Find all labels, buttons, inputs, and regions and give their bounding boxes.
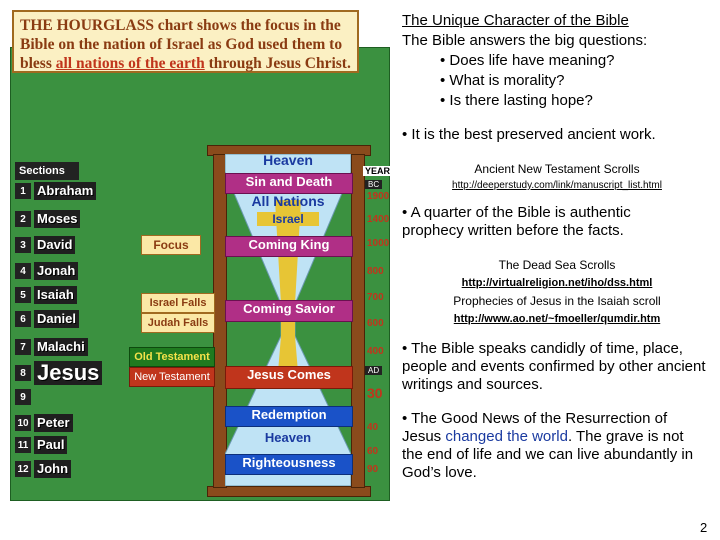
bullet-preserved: • It is the best preserved ancient work. bbox=[402, 126, 656, 144]
section-name: John bbox=[34, 460, 71, 478]
heaven-bottom-label: Heaven bbox=[235, 430, 341, 445]
section-name: Paul bbox=[34, 436, 67, 454]
page-number: 2 bbox=[700, 520, 707, 535]
scrolls-link[interactable]: http://deeperstudy.com/link/manuscript_l… bbox=[402, 180, 712, 191]
section-name: David bbox=[34, 236, 75, 254]
old-testament-label: Old Testament bbox=[129, 347, 215, 367]
coming-king-bar: Coming King bbox=[225, 236, 353, 257]
year-value: 1000 bbox=[367, 238, 389, 249]
bullet-good-news: • The Good News of the Resurrection of J… bbox=[402, 410, 708, 482]
year-value: 30 bbox=[367, 385, 383, 401]
section-number: 8 bbox=[15, 365, 31, 381]
judah-falls-label: Judah Falls bbox=[141, 313, 215, 333]
section-row: 9 bbox=[15, 386, 34, 408]
year-value: 800 bbox=[367, 266, 384, 277]
section-name: Peter bbox=[34, 414, 73, 432]
section-number: 10 bbox=[15, 415, 31, 431]
banner-all-nations: all nations of the earth bbox=[56, 55, 205, 72]
ad-label: AD bbox=[365, 366, 382, 375]
year-value: 400 bbox=[367, 346, 384, 357]
question-meaning: • Does life have meaning? bbox=[440, 52, 615, 70]
hourglass-right-post bbox=[351, 154, 365, 488]
section-number: 1 bbox=[15, 183, 31, 199]
heaven-top-label: Heaven bbox=[235, 152, 341, 168]
sin-and-death-bar: Sin and Death bbox=[225, 173, 353, 194]
year-value: 90 bbox=[367, 464, 378, 475]
section-number: 5 bbox=[15, 287, 31, 303]
bc-label: BC bbox=[365, 180, 382, 189]
jesus-comes-bar: Jesus Comes bbox=[225, 366, 353, 389]
good-news-highlight: changed the world bbox=[445, 428, 568, 445]
bullet-candid: • The Bible speaks candidly of time, pla… bbox=[402, 340, 714, 394]
page-title: The Unique Character of the Bible bbox=[402, 12, 629, 30]
banner-line-3-pre: bless bbox=[20, 55, 56, 72]
section-name: Malachi bbox=[34, 338, 88, 356]
section-name: Moses bbox=[34, 210, 80, 228]
section-number: 7 bbox=[15, 339, 31, 355]
bullet-prophecy: • A quarter of the Bible is authentic pr… bbox=[402, 204, 684, 240]
new-testament-label: New Testament bbox=[129, 367, 215, 387]
section-name: Jonah bbox=[34, 262, 78, 280]
section-number: 3 bbox=[15, 237, 31, 253]
year-value: 1900 bbox=[367, 191, 389, 202]
section-number: 6 bbox=[15, 311, 31, 327]
section-number: 9 bbox=[15, 389, 31, 405]
banner-line-3-post: through Jesus Christ. bbox=[205, 55, 351, 72]
all-nations-label: All Nations bbox=[243, 193, 333, 209]
question-hope: • Is there lasting hope? bbox=[440, 92, 593, 110]
year-value: 600 bbox=[367, 318, 384, 329]
isaiah-link[interactable]: http://www.ao.net/~fmoeller/qumdir.htm bbox=[402, 313, 712, 325]
section-number: 11 bbox=[15, 437, 31, 453]
israel-falls-label: Israel Falls bbox=[141, 293, 215, 313]
coming-savior-bar: Coming Savior bbox=[225, 300, 353, 322]
dss-heading: The Dead Sea Scrolls bbox=[402, 258, 712, 272]
question-morality: • What is morality? bbox=[440, 72, 564, 90]
scrolls-heading: Ancient New Testament Scrolls bbox=[402, 162, 712, 176]
dss-link[interactable]: http://virtualreligion.net/iho/dss.html bbox=[402, 277, 712, 289]
hourglass-banner: THE HOURGLASS chart shows the focus in t… bbox=[12, 10, 359, 73]
subtitle: The Bible answers the big questions: bbox=[402, 32, 647, 50]
focus-label: Focus bbox=[141, 235, 201, 255]
year-header: YEAR bbox=[363, 166, 392, 176]
redemption-bar: Redemption bbox=[225, 406, 353, 427]
hourglass-bottom-cap bbox=[207, 486, 371, 497]
israel-label: Israel bbox=[257, 212, 319, 226]
section-name: Isaiah bbox=[34, 286, 77, 304]
year-value: 40 bbox=[367, 422, 378, 433]
year-value: 700 bbox=[367, 292, 384, 303]
section-number: 4 bbox=[15, 263, 31, 279]
section-name: Daniel bbox=[34, 310, 79, 328]
banner-line-2: Bible on the nation of Israel as God use… bbox=[20, 36, 342, 53]
section-name: Jesus bbox=[34, 361, 102, 385]
section-name: Abraham bbox=[34, 182, 96, 200]
righteousness-bar: Righteousness bbox=[225, 454, 353, 475]
banner-line-1: THE HOURGLASS chart shows the focus in t… bbox=[20, 17, 341, 34]
section-number: 12 bbox=[15, 461, 31, 477]
sections-header: Sections bbox=[15, 162, 79, 180]
year-value: 60 bbox=[367, 446, 378, 457]
year-value: 1400 bbox=[367, 214, 389, 225]
section-number: 2 bbox=[15, 211, 31, 227]
isaiah-heading: Prophecies of Jesus in the Isaiah scroll bbox=[402, 294, 712, 308]
